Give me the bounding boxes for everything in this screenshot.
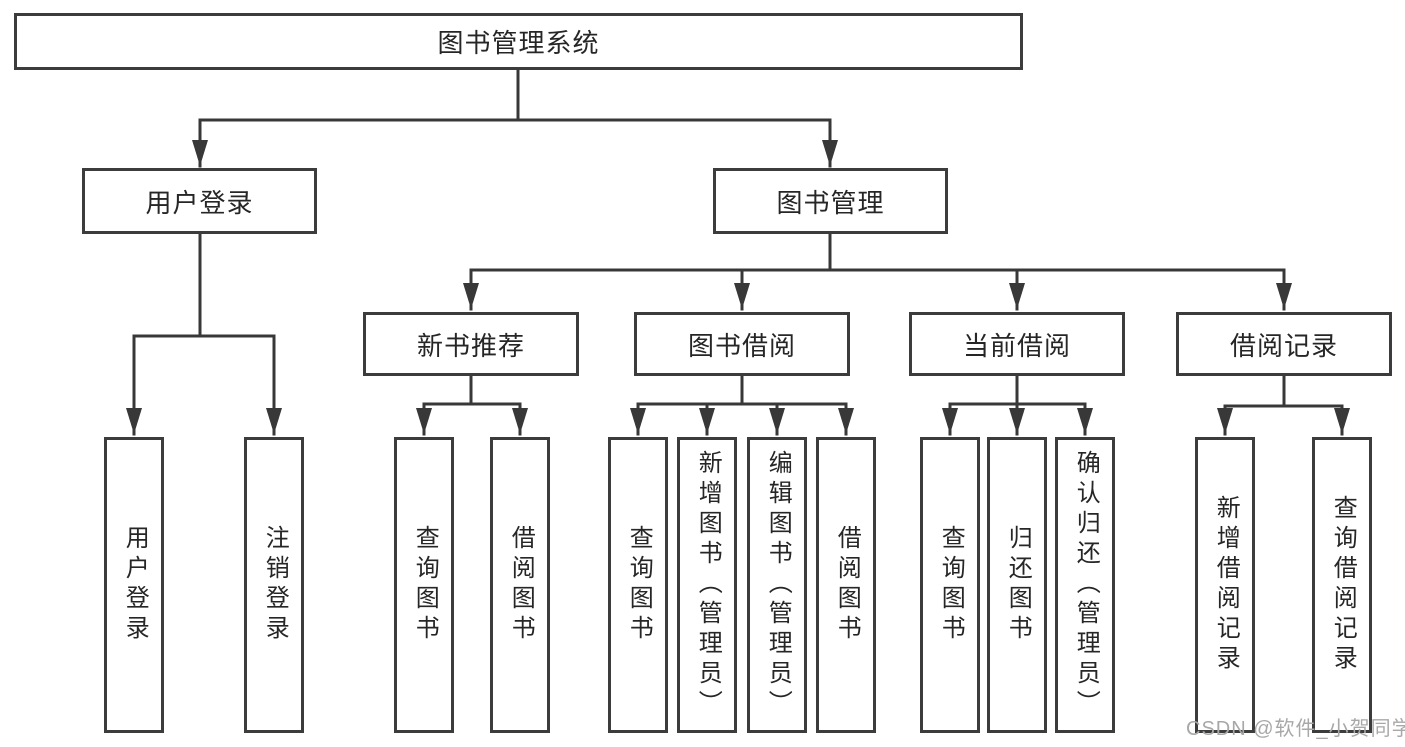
node-current-borrowing: 当前借阅 <box>909 312 1125 376</box>
node-label: 借阅图书 <box>507 525 535 645</box>
node-label: 编辑图书（管理员） <box>764 450 792 720</box>
node-label: 借阅记录 <box>1229 330 1338 361</box>
node-user-login: 用户登录 <box>82 168 317 234</box>
connector-current-borrowing-children <box>942 374 1093 436</box>
leaf-query-books-borrowing: 查询图书 <box>608 437 668 733</box>
node-label: 新增借阅记录 <box>1212 495 1240 675</box>
connector-book-management-children <box>463 232 1292 311</box>
node-label: 查询图书 <box>937 525 965 645</box>
node-book-management: 图书管理 <box>713 168 948 234</box>
node-borrowing-records: 借阅记录 <box>1176 312 1392 376</box>
node-book-borrowing: 图书借阅 <box>634 312 850 376</box>
leaf-user-login: 用户登录 <box>104 437 164 733</box>
node-label: 图书管理 <box>776 187 885 218</box>
node-label: 图书管理系统 <box>437 28 600 58</box>
leaf-query-borrow-record: 查询借阅记录 <box>1312 437 1372 733</box>
leaf-borrow-books: 借阅图书 <box>816 437 876 733</box>
connector-new-book-recommend-children <box>416 374 528 436</box>
leaf-add-book-admin: 新增图书（管理员） <box>677 437 737 733</box>
node-label: 新增图书（管理员） <box>694 450 722 720</box>
node-label: 查询图书 <box>411 525 439 645</box>
leaf-add-borrow-record: 新增借阅记录 <box>1195 437 1255 733</box>
leaf-confirm-return-admin: 确认归还（管理员） <box>1055 437 1115 733</box>
leaf-return-books: 归还图书 <box>987 437 1047 733</box>
node-label: 用户登录 <box>121 525 149 645</box>
node-label: 新书推荐 <box>416 330 525 361</box>
leaf-query-books-recommend: 查询图书 <box>394 437 454 733</box>
connector-user-login-children <box>126 232 282 436</box>
node-label: 注销登录 <box>261 525 289 645</box>
connector-root-to-level2 <box>192 68 838 168</box>
node-new-book-recommend: 新书推荐 <box>363 312 579 376</box>
node-label: 确认归还（管理员） <box>1072 450 1100 720</box>
node-label: 归还图书 <box>1004 525 1032 645</box>
node-label: 借阅图书 <box>833 525 861 645</box>
leaf-edit-book-admin: 编辑图书（管理员） <box>747 437 807 733</box>
leaf-query-books-current: 查询图书 <box>920 437 980 733</box>
connector-borrowing-records-children <box>1217 374 1350 436</box>
node-label: 图书借阅 <box>687 330 796 361</box>
node-label: 当前借阅 <box>962 330 1071 361</box>
node-label: 用户登录 <box>145 187 254 218</box>
node-label: 查询图书 <box>625 525 653 645</box>
leaf-borrow-books-recommend: 借阅图书 <box>490 437 550 733</box>
node-root: 图书管理系统 <box>14 13 1023 70</box>
connector-book-borrowing-children <box>630 374 854 436</box>
leaf-logout: 注销登录 <box>244 437 304 733</box>
csdn-watermark: CSDN @软件_小贺同学 <box>1186 718 1405 740</box>
node-label: 查询借阅记录 <box>1329 495 1357 675</box>
